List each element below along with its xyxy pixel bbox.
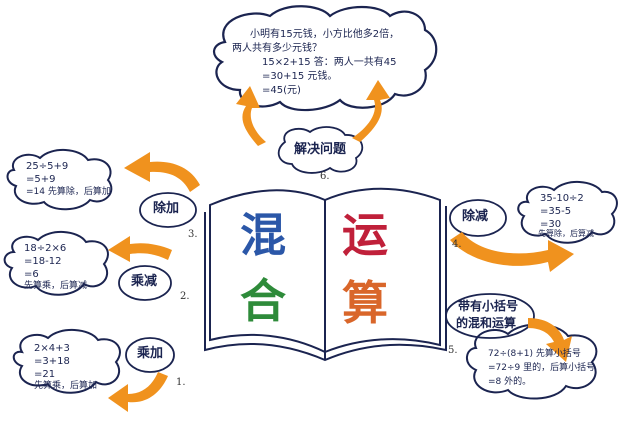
title-char-he: 合	[240, 274, 286, 328]
label-branch-1: 乘加	[137, 346, 164, 361]
cloud-top	[213, 5, 438, 112]
arrow-branch-2	[108, 236, 172, 262]
cloud-branch-1	[12, 329, 121, 394]
label-branch-5-line-2: 的混和运算	[456, 316, 517, 330]
arrow-branch-1	[108, 372, 168, 412]
title-char-suan: 算	[342, 276, 388, 330]
arrow-branch-4	[450, 232, 574, 272]
num-branch-5: 5.	[448, 345, 458, 356]
cloud-branch-4-line-4: 先算除，后算减	[538, 229, 594, 238]
cloud-branch-3-line-1: 25÷5+9	[26, 161, 69, 172]
cloud-branch-1-line-2: =3+18	[34, 356, 70, 367]
bubble-branch-2	[118, 265, 172, 301]
cloud-branch-5-line-3: =8 外的。	[488, 377, 532, 387]
bubble-branch-4	[449, 199, 507, 237]
num-branch-3: 3.	[188, 229, 198, 240]
cloud-branch-3-line-3: =14 先算除，后算加	[26, 187, 111, 197]
label-branch-6: 解决问题	[294, 142, 347, 157]
cloud-top-line-1: 小明有15元钱，小方比他多2倍，	[250, 29, 400, 40]
cloud-top-line-3: 15×2+15 答：两人一共有45	[262, 57, 397, 68]
cloud-top-line-5: =45(元)	[262, 85, 301, 96]
cloud-top-line-2: 两人共有多少元钱？	[232, 43, 322, 54]
cloud-branch-5	[466, 323, 598, 400]
cloud-branch-3-line-2: =5+9	[26, 174, 56, 185]
arrow-branch-5	[528, 318, 572, 362]
cloud-branch-2-line-3: =6	[24, 269, 39, 280]
cloud-branch-4-line-1: 35-10÷2	[540, 193, 584, 204]
title-char-yun: 运	[342, 208, 388, 262]
arrow-up-left	[236, 86, 266, 146]
cloud-branch-4	[517, 181, 618, 244]
cloud-branch-1-line-4: 先算乘，后算加	[34, 381, 98, 391]
cloud-top-line-4: =30+15 元钱。	[262, 71, 338, 82]
num-branch-4: 4.	[452, 239, 462, 250]
label-branch-4: 除减	[462, 209, 489, 224]
cloud-branch-4-line-2: =35-5	[540, 206, 572, 217]
bubble-branch-3	[139, 192, 197, 228]
num-branch-2: 2.	[180, 291, 190, 302]
num-branch-6: 6.	[320, 171, 330, 182]
label-branch-3: 除加	[153, 201, 180, 216]
arrow-branch-3	[124, 152, 200, 192]
cloud-problem-label	[277, 126, 364, 174]
cloud-branch-2-line-4: 先算乘，后算减	[24, 281, 88, 291]
arrows	[108, 80, 574, 412]
cloud-branch-4-line-3: =30	[540, 219, 562, 230]
cloud-branch-5-line-1: 72÷(8+1) 先算小括号	[488, 349, 581, 359]
cloud-branch-1-line-1: 2×4+3	[34, 343, 70, 354]
cloud-branch-2	[3, 231, 109, 296]
cloud-branch-2-line-1: 18÷2×6	[24, 243, 67, 254]
arrow-up-right	[352, 80, 390, 142]
label-branch-5-line-1: 带有小括号	[458, 299, 519, 313]
num-branch-1: 1.	[176, 377, 186, 388]
title-char-hun: 混	[240, 208, 286, 262]
bubble-branch-1	[125, 337, 175, 373]
open-book	[204, 187, 447, 362]
cloud-branch-2-line-2: =18-12	[24, 256, 62, 267]
cloud-branch-5-line-2: =72÷9 里的，后算小括号	[488, 363, 596, 373]
label-branch-2: 乘减	[131, 274, 158, 289]
cloud-branch-3	[6, 149, 113, 211]
cloud-branch-1-line-3: =21	[34, 369, 56, 380]
